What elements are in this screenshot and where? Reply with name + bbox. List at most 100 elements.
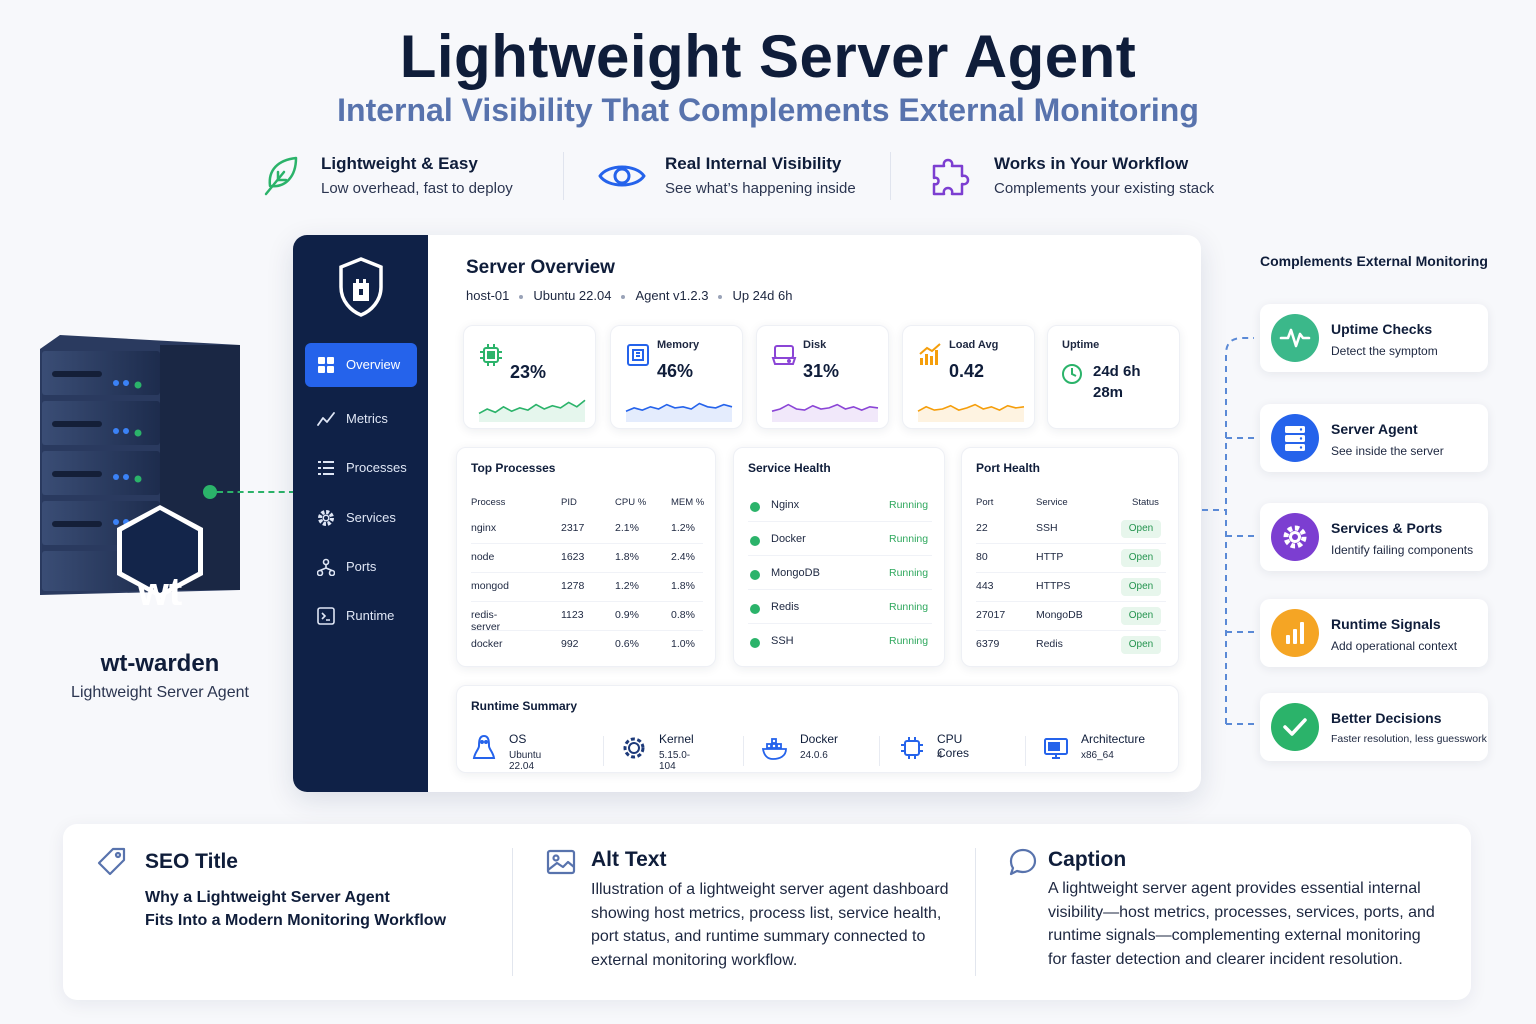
metric-value: 23% [510, 362, 547, 382]
sidebar-item-metrics[interactable]: Metrics [305, 397, 417, 441]
sparkline-line [917, 403, 1025, 412]
network-icon [317, 558, 335, 576]
table-cell: 2317 [561, 522, 585, 534]
status-badge: Open [1121, 549, 1161, 567]
column-header: CPU % [615, 497, 647, 508]
connection-dot [203, 485, 217, 499]
feature-title: Works in Your Workflow [994, 154, 1189, 173]
row-divider [748, 521, 932, 522]
speech-bubble-icon [1009, 848, 1037, 876]
feature-desc: Complements your existing stack [994, 180, 1215, 197]
external-card-desc: Add operational context [1331, 639, 1458, 653]
sidebar-item-label: Runtime [346, 608, 395, 623]
server-subtitle: Lightweight Server Agent [71, 684, 249, 701]
runtime-label: Docker [800, 732, 839, 746]
clock-icon [1062, 364, 1082, 384]
metric-card-memory[interactable]: Memory 46% [610, 325, 743, 429]
port-number: 6379 [976, 638, 1000, 650]
linux-icon [472, 734, 496, 759]
check-icon [1283, 718, 1307, 736]
external-monitoring-title: Complements External Monitoring [1260, 253, 1488, 269]
runtime-summary-panel: Runtime Summary OS Ubuntu 22.04 Kernel 5… [456, 685, 1179, 773]
sparkline-line [478, 399, 586, 415]
metric-label: Disk [803, 339, 827, 351]
runtime-value: Ubuntu 22.04 [509, 750, 542, 772]
uptime-value-minutes: 28m [1093, 384, 1124, 401]
sparkline-chart [917, 403, 1025, 422]
feature-divider [563, 152, 564, 200]
sidebar-item-overview[interactable]: Overview [305, 343, 417, 387]
external-card-desc: Identify failing components [1331, 543, 1474, 557]
row-divider [471, 543, 703, 544]
metric-card-uptime[interactable]: Uptime 24d 6h 28m [1047, 325, 1180, 429]
connection-line [217, 491, 295, 493]
service-name: Nginx [771, 499, 800, 511]
agent-version: Agent v1.2.3 [635, 288, 709, 303]
sidebar-item-ports[interactable]: Ports [305, 545, 417, 589]
metric-card-cpu[interactable]: 23% [463, 325, 596, 429]
status-dot [750, 570, 760, 580]
metric-card-load[interactable]: Load Avg 0.42 [902, 325, 1035, 429]
row-divider [471, 601, 703, 602]
alt-text-line: showing host metrics, process list, serv… [591, 904, 942, 922]
icon-circle [1271, 703, 1319, 751]
service-name: Redis [771, 601, 800, 613]
runtime-divider [879, 736, 880, 766]
table-cell: 1.8% [615, 551, 639, 563]
sidebar-item-runtime[interactable]: Runtime [305, 594, 417, 638]
disk-icon [771, 345, 797, 365]
feature-strip: Lightweight & Easy Low overhead, fast to… [258, 148, 1258, 208]
sidebar-item-label: Ports [346, 559, 377, 574]
row-divider [471, 572, 703, 573]
caption-line: A lightweight server agent provides esse… [1048, 880, 1421, 897]
external-card-title: Services & Ports [1331, 520, 1443, 536]
dashboard-window: Overview Metrics Processes Services Port… [293, 235, 1201, 792]
icon-circle [1271, 513, 1319, 561]
table-cell: docker [471, 638, 503, 650]
caption-line: runtime signals—complementing external m… [1048, 927, 1421, 944]
service-name: MongoDB [771, 567, 820, 579]
panel-title: Service Health [748, 461, 831, 475]
alt-text-line: port status, and runtime summary connect… [591, 928, 926, 945]
icon-circle [1271, 314, 1319, 362]
sparkline-chart [478, 399, 586, 422]
connector-lines [1202, 337, 1254, 725]
runtime-value: 24.0.6 [800, 750, 828, 761]
status-badge: Running [889, 601, 929, 613]
row-divider [748, 589, 932, 590]
cpu-icon [901, 737, 923, 759]
sparkline-line [625, 402, 733, 412]
external-card-title: Better Decisions [1331, 710, 1442, 726]
feature-title: Lightweight & Easy [321, 154, 478, 173]
table-cell: 2.4% [671, 551, 695, 563]
port-service: HTTPS [1036, 580, 1071, 592]
metric-value: 31% [803, 361, 840, 381]
load-icon [919, 343, 941, 365]
alt-text-section: Alt Text Illustration of a lightweight s… [545, 824, 965, 1000]
top-processes-panel: Top Processes Process PID CPU % MEM % ng… [456, 447, 716, 667]
external-card-desc: Faster resolution, less guesswork [1331, 733, 1487, 745]
sidebar-item-processes[interactable]: Processes [305, 446, 417, 490]
status-badge: Open [1121, 520, 1161, 538]
sidebar-item-services[interactable]: Services [305, 496, 417, 540]
docker-icon [762, 738, 787, 760]
port-service: SSH [1036, 522, 1058, 534]
external-card-title: Uptime Checks [1331, 321, 1433, 337]
service-name: Docker [771, 533, 806, 545]
metric-card-disk[interactable]: Disk 31% [756, 325, 889, 429]
sparkline-line [771, 403, 879, 412]
column-header: Process [471, 497, 506, 508]
uptime-label: Uptime [1062, 339, 1100, 351]
port-number: 27017 [976, 609, 1006, 621]
feature-divider [890, 152, 891, 200]
runtime-label: Architecture [1081, 732, 1146, 746]
runtime-label: CPU Cores [937, 732, 970, 760]
feature-title: Real Internal Visibility [665, 154, 842, 173]
row-divider [976, 543, 1166, 544]
